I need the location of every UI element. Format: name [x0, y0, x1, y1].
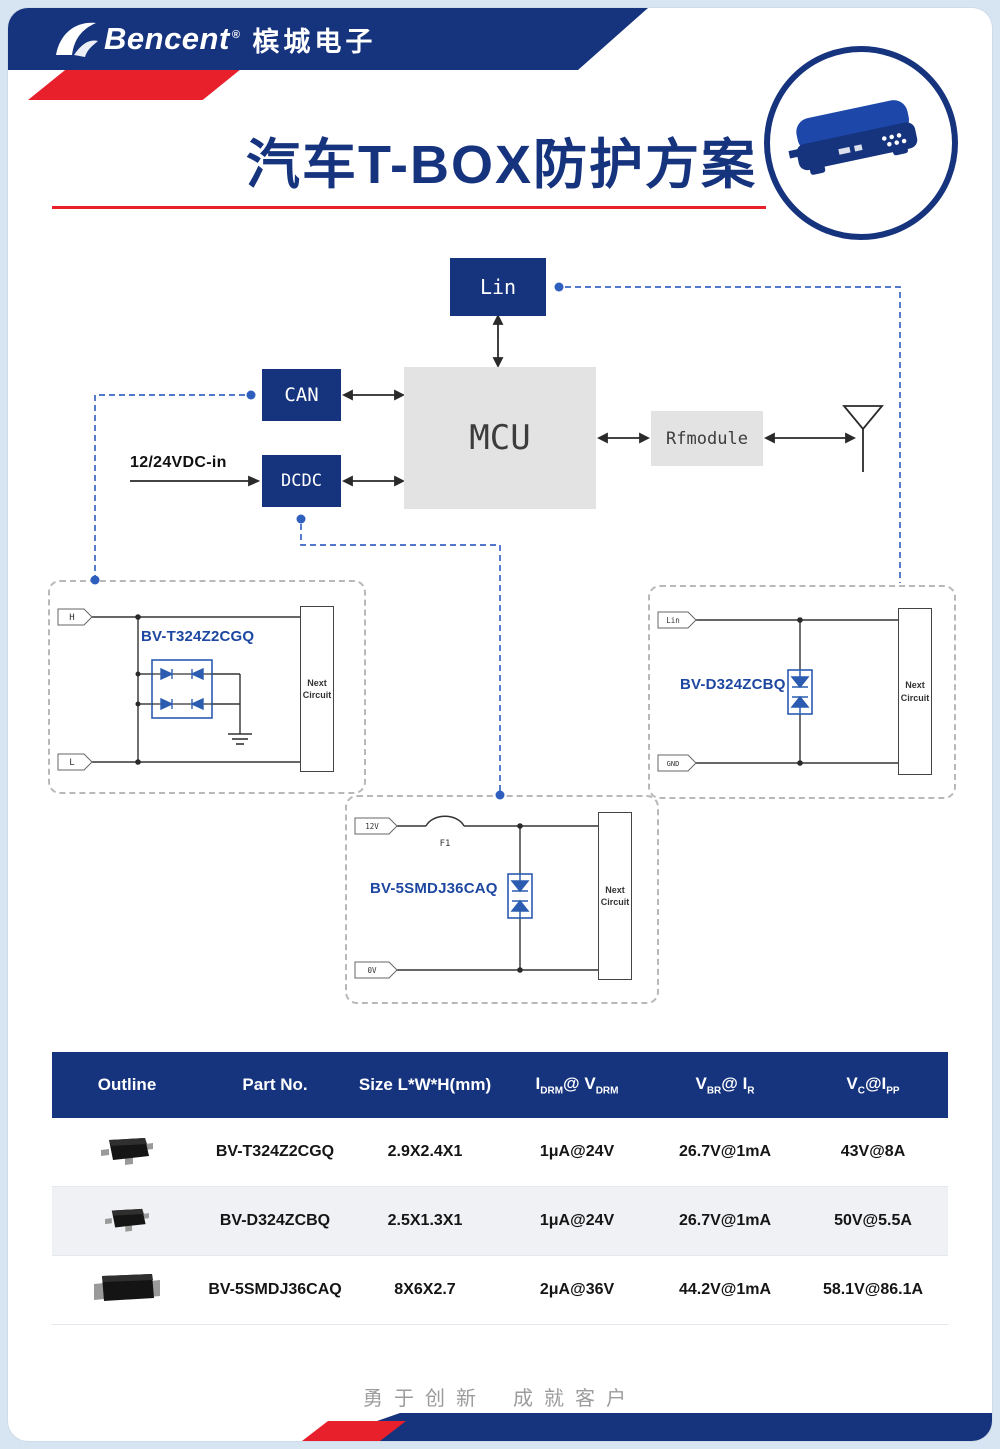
footer-slogan: 勇于创新 成就客户 [8, 1382, 992, 1411]
tbox-device-icon [788, 100, 918, 175]
next-circuit-line1: Next [307, 677, 327, 688]
vdc-in-label: 12/24VDC-in [130, 454, 227, 471]
col-part-no: Part No. [202, 1052, 348, 1118]
outline-cell [52, 1118, 202, 1187]
footer-band [320, 1413, 992, 1441]
brand-name-cn: 槟城电子 [252, 26, 377, 57]
part-label-can: BV-T324Z2CGQ [141, 628, 255, 645]
arrow-can-mcu [341, 389, 406, 401]
col-idrm: IDRM@ VDRM [502, 1052, 652, 1118]
next-circuit-line1: Next [605, 884, 625, 895]
vbr-cell: 44.2V@1mA [652, 1255, 798, 1325]
registered-mark: ® [231, 28, 241, 41]
block-mcu: MCU [404, 367, 596, 509]
arrow-mcu-rfmodule [596, 432, 651, 444]
block-rfmodule-label: Rfmodule [666, 428, 748, 449]
document-card: Bencent® 槟城电子 汽车T-BOX防护方案 [8, 8, 992, 1441]
dashed-wire-can [94, 394, 245, 578]
arrow-lin-mcu [492, 313, 504, 369]
table-row: BV-5SMDJ36CAQ 8X6X2.7 2μA@36V 44.2V@1mA … [52, 1255, 948, 1325]
next-circuit-line1: Next [905, 680, 925, 691]
next-circuit-block: Next Circuit [598, 812, 632, 980]
size-cell: 8X6X2.7 [348, 1255, 502, 1325]
part-cell: BV-T324Z2CGQ [202, 1118, 348, 1187]
part-cell: BV-5SMDJ36CAQ [202, 1255, 348, 1325]
idrm-cell: 1μA@24V [502, 1186, 652, 1256]
vc-cell: 50V@5.5A [798, 1186, 948, 1256]
col-vc: VC@IPP [798, 1052, 948, 1118]
package-smc-icon [94, 1273, 160, 1301]
outline-cell [52, 1255, 202, 1325]
block-lin: Lin [450, 258, 546, 316]
next-circuit-block: Next Circuit [300, 606, 334, 772]
col-outline: Outline [52, 1052, 202, 1118]
title-underline [52, 206, 766, 209]
part-cell: BV-D324ZCBQ [202, 1186, 348, 1256]
header-red-accent [28, 69, 241, 100]
idrm-cell: 1μA@24V [502, 1118, 652, 1187]
block-dcdc-label: DCDC [281, 471, 322, 491]
idrm-cell: 2μA@36V [502, 1255, 652, 1325]
table-row: BV-T324Z2CGQ 2.9X2.4X1 1μA@24V 26.7V@1mA… [52, 1118, 948, 1187]
block-lin-label: Lin [479, 275, 517, 299]
part-label-power: BV-5SMDJ36CAQ [370, 880, 498, 897]
footer-red-accent [302, 1421, 406, 1441]
next-circuit-line2: Circuit [302, 690, 332, 700]
arrow-rfmodule-antenna [763, 432, 857, 444]
package-sot23-icon [105, 1208, 149, 1232]
col-size: Size L*W*H(mm) [348, 1052, 502, 1118]
brand-logo-icon [52, 19, 98, 59]
block-mcu-label: MCU [469, 418, 531, 458]
footer-slogan-right: 成就客户 [513, 1388, 637, 1410]
vc-cell: 58.1V@86.1A [798, 1255, 948, 1325]
block-dcdc: DCDC [262, 455, 341, 507]
antenna-icon [842, 405, 884, 472]
footer-slogan-left: 勇于创新 [363, 1388, 487, 1410]
spec-table: Outline Part No. Size L*W*H(mm) IDRM@ VD… [52, 1052, 948, 1325]
spec-table-header-row: Outline Part No. Size L*W*H(mm) IDRM@ VD… [52, 1052, 948, 1118]
size-cell: 2.9X2.4X1 [348, 1118, 502, 1187]
page-title: 汽车T-BOX防护方案 [246, 135, 758, 195]
vbr-cell: 26.7V@1mA [652, 1118, 798, 1187]
next-circuit-block: Next Circuit [898, 608, 932, 775]
brand-name-en: Bencent® [104, 21, 241, 56]
vdc-in-arrow [130, 475, 261, 487]
size-cell: 2.5X1.3X1 [348, 1186, 502, 1256]
next-circuit-line2: Circuit [900, 692, 930, 703]
vc-cell: 43V@8A [798, 1118, 948, 1187]
brand-logo: Bencent® 槟城电子 [52, 19, 376, 59]
table-row: BV-D324ZCBQ 2.5X1.3X1 1μA@24V 26.7V@1mA … [52, 1186, 948, 1256]
outline-cell [52, 1186, 202, 1256]
tbox-illustration [764, 46, 958, 240]
arrow-dcdc-mcu [341, 475, 406, 487]
next-circuit-line2: Circuit [600, 897, 630, 907]
header-band: Bencent® 槟城电子 [8, 8, 648, 70]
col-vbr: VBR@ IR [652, 1052, 798, 1118]
block-can: CAN [262, 369, 341, 421]
block-can-label: CAN [284, 384, 319, 406]
part-label-lin: BV-D324ZCBQ [680, 676, 786, 693]
vbr-cell: 26.7V@1mA [652, 1186, 798, 1256]
block-rfmodule: Rfmodule [651, 411, 763, 466]
package-sot23-icon [101, 1137, 153, 1165]
